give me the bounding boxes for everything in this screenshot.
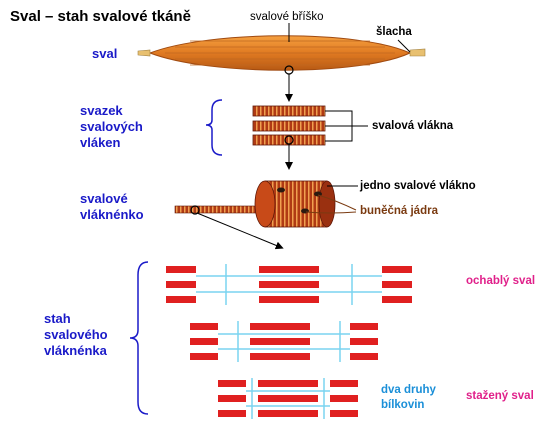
label-proteins: dva druhy bílkovin	[381, 384, 436, 411]
label-tendon: šlacha	[376, 26, 412, 38]
pointer-lines-nuclei	[305, 194, 357, 214]
fibers-connector	[325, 110, 368, 142]
contraction-brace	[129, 261, 149, 415]
label-nuclei: buněčná jádra	[360, 205, 438, 217]
single-fiber-illustration	[174, 180, 336, 228]
relaxed-sarcomere	[166, 264, 412, 305]
label-relaxed: ochablý sval	[466, 275, 536, 287]
label-contraction: stah svalového vláknénka	[44, 311, 108, 358]
fiber-bundle-illustration	[252, 105, 326, 146]
arrow-fiber-to-sarcomere	[196, 212, 284, 250]
pointer-line-tendon	[397, 39, 411, 53]
label-fibril: svalové vláknénko	[80, 191, 144, 222]
label-contracted: stažený sval	[466, 390, 534, 402]
label-muscle-belly: svalové bříško	[250, 11, 324, 23]
label-fibers: svalová vlákna	[372, 120, 454, 132]
label-single-fiber: jedno svalové vlákno	[360, 180, 476, 192]
contracted-sarcomere	[218, 378, 358, 419]
page-title: Sval – stah svalové tkáně	[10, 8, 191, 25]
bundle-brace	[205, 99, 223, 156]
muscle-illustration	[137, 35, 426, 75]
label-muscle: sval	[92, 46, 118, 61]
label-bundle: svazek svalových vláken	[80, 103, 143, 150]
intermediate-sarcomere	[190, 321, 378, 362]
